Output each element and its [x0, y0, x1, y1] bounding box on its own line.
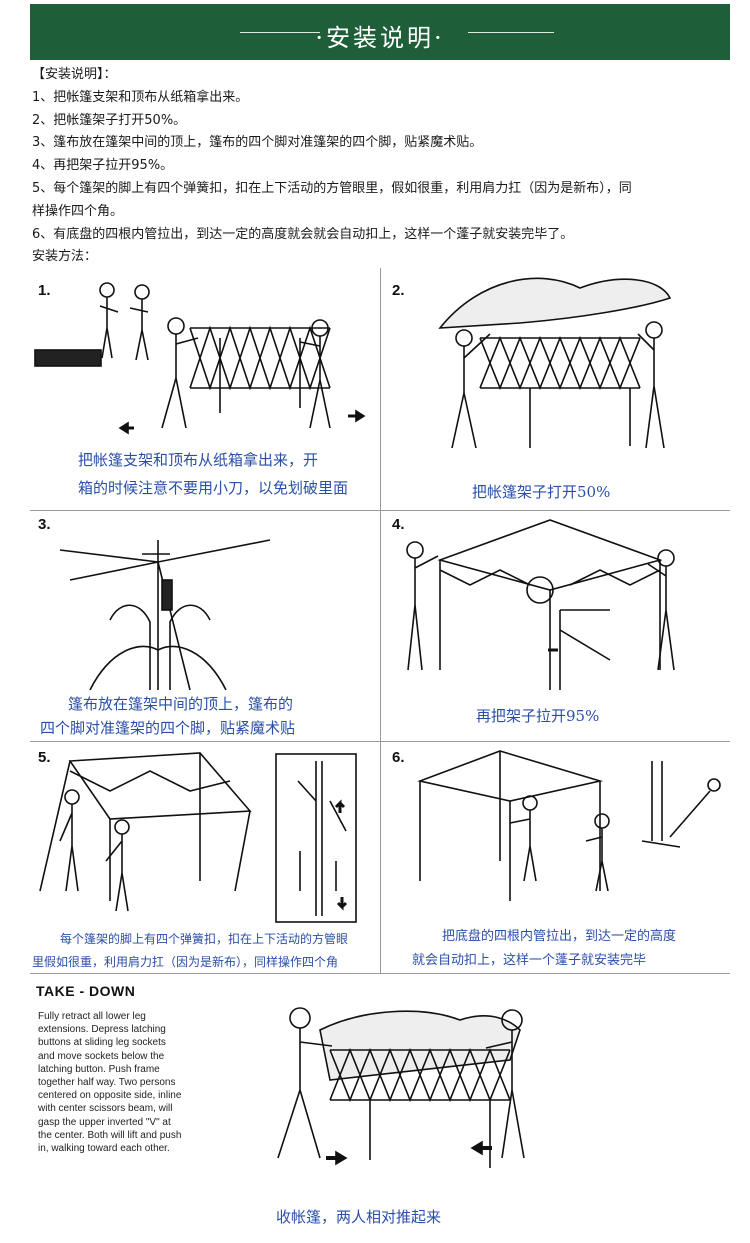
caption-line: 里假如很重，利用肩力扛（因为是新布），同样操作四个角	[32, 955, 339, 969]
takedown-line: Fully retract all lower leg	[38, 1011, 146, 1022]
step-number: 5.	[38, 749, 51, 766]
open-frame-50-illustration	[438, 277, 672, 449]
caption-line: 四个脚对准篷架的四个脚，贴紧魔术贴	[40, 719, 296, 737]
instruction-line: 5、每个篷架的脚上有四个弹簧扣，扣在上下活动的方管眼里，假如很重，利用肩力扛（因…	[32, 180, 632, 196]
takedown-title: TAKE - DOWN	[36, 983, 136, 999]
takedown-line: and move sockets below the	[38, 1050, 165, 1062]
panel-step-5: 5. 每个篷架的脚上有四个弹簧扣，扣在上下活动的方管眼 里假如很重，利用肩力扛（…	[30, 741, 380, 973]
page-title: ·安装说明·	[315, 24, 445, 52]
caption-line: 就会自动扣上，这样一个蓬子就安装完毕	[412, 953, 647, 968]
caption-line: 篷布放在篷架中间的顶上，篷布的	[68, 695, 294, 713]
instruction-line: 1、把帐篷支架和顶布从纸箱拿出来。	[32, 89, 249, 105]
step-number: 3.	[38, 516, 51, 533]
step-number: 2.	[392, 282, 405, 299]
caption-line: 把帐篷架子打开50%	[472, 483, 611, 501]
divider	[380, 268, 381, 973]
divider	[30, 973, 730, 974]
takedown-caption: 收帐篷，两人相对推起来	[276, 1208, 442, 1226]
takedown-line: in, walking toward each other.	[38, 1143, 170, 1155]
takedown-line: together half way. Two persons	[38, 1077, 176, 1089]
takedown-line: centered on opposite side, inline	[38, 1090, 182, 1102]
extend-legs-illustration	[417, 750, 721, 901]
attach-canopy-illustration	[59, 539, 271, 690]
caption-line: 把帐篷支架和顶布从纸箱拿出来，开	[78, 451, 319, 469]
open-frame-95-illustration	[406, 519, 675, 690]
step-number: 4.	[392, 516, 405, 533]
instructions-block: 【安装说明】： 1、把帐篷支架和顶布从纸箱拿出来。 2、把帐篷架子打开50%。 …	[32, 64, 732, 269]
takedown-line: with center scissors beam, will	[38, 1103, 173, 1115]
caption-line: 把底盘的四根内管拉出，到达一定的高度	[442, 929, 677, 944]
method-label: 安装方法：	[32, 249, 98, 265]
takedown-line: extensions. Depress latching	[38, 1024, 166, 1036]
takedown-line: buttons at sliding leg sockets	[38, 1037, 166, 1049]
takedown-line: latching button. Push frame	[38, 1063, 160, 1075]
banner-rule-right	[468, 32, 554, 33]
panel-step-4: 4. 再把架子拉开95%	[380, 510, 730, 741]
spring-buttons-illustration	[39, 752, 357, 923]
instructions-heading: 【安装说明】：	[32, 67, 117, 82]
caption-line: 箱的时候注意不要用小刀，以免划破里面	[78, 479, 349, 497]
caption-line: 再把架子拉开95%	[476, 707, 600, 725]
panel-step-1: 1. 把帐篷支架和顶布从纸箱拿出来，开 箱的时候注意不要用小刀，以免划破里面	[30, 268, 380, 510]
header-banner: ·安装说明·	[30, 4, 730, 60]
instruction-line: 4、再把架子拉开95%。	[32, 158, 174, 174]
takedown-illustration	[277, 1007, 525, 1168]
step-number: 6.	[392, 749, 405, 766]
instruction-line: 样操作四个角。	[32, 203, 124, 219]
unpack-frame-illustration	[34, 282, 366, 435]
takedown-line: gasp the upper inverted "V" at	[38, 1116, 171, 1128]
instruction-line: 2、把帐篷架子打开50%。	[32, 112, 187, 128]
instruction-line: 6、有底盘的四根内管拉出，到达一定的高度就会就会自动扣上，这样一个蓬子就安装完毕…	[32, 226, 574, 242]
panel-step-3: 3. 篷布放在篷架中间的顶上，篷布的 四个脚对准篷架的四个脚，贴紧魔术贴	[30, 510, 380, 741]
panel-step-2: 2. 把帐篷架子打开50%	[380, 268, 730, 510]
banner-rule-left	[240, 32, 320, 33]
takedown-line: the center. Both will lift and push	[38, 1129, 182, 1141]
panel-step-6: 6. 把底盘的四根内管拉出，到达一定的高度 就会自动扣上，这样一个蓬子就安装完毕	[380, 741, 730, 973]
caption-line: 每个篷架的脚上有四个弹簧扣，扣在上下活动的方管眼	[60, 932, 349, 946]
takedown-panel	[240, 990, 550, 1190]
instruction-line: 3、篷布放在篷架中间的顶上，篷布的四个脚对准篷架的四个脚，贴紧魔术贴。	[32, 135, 483, 151]
takedown-instructions: Fully retract all lower leg extensions. …	[38, 1010, 228, 1155]
step-number: 1.	[38, 282, 51, 299]
